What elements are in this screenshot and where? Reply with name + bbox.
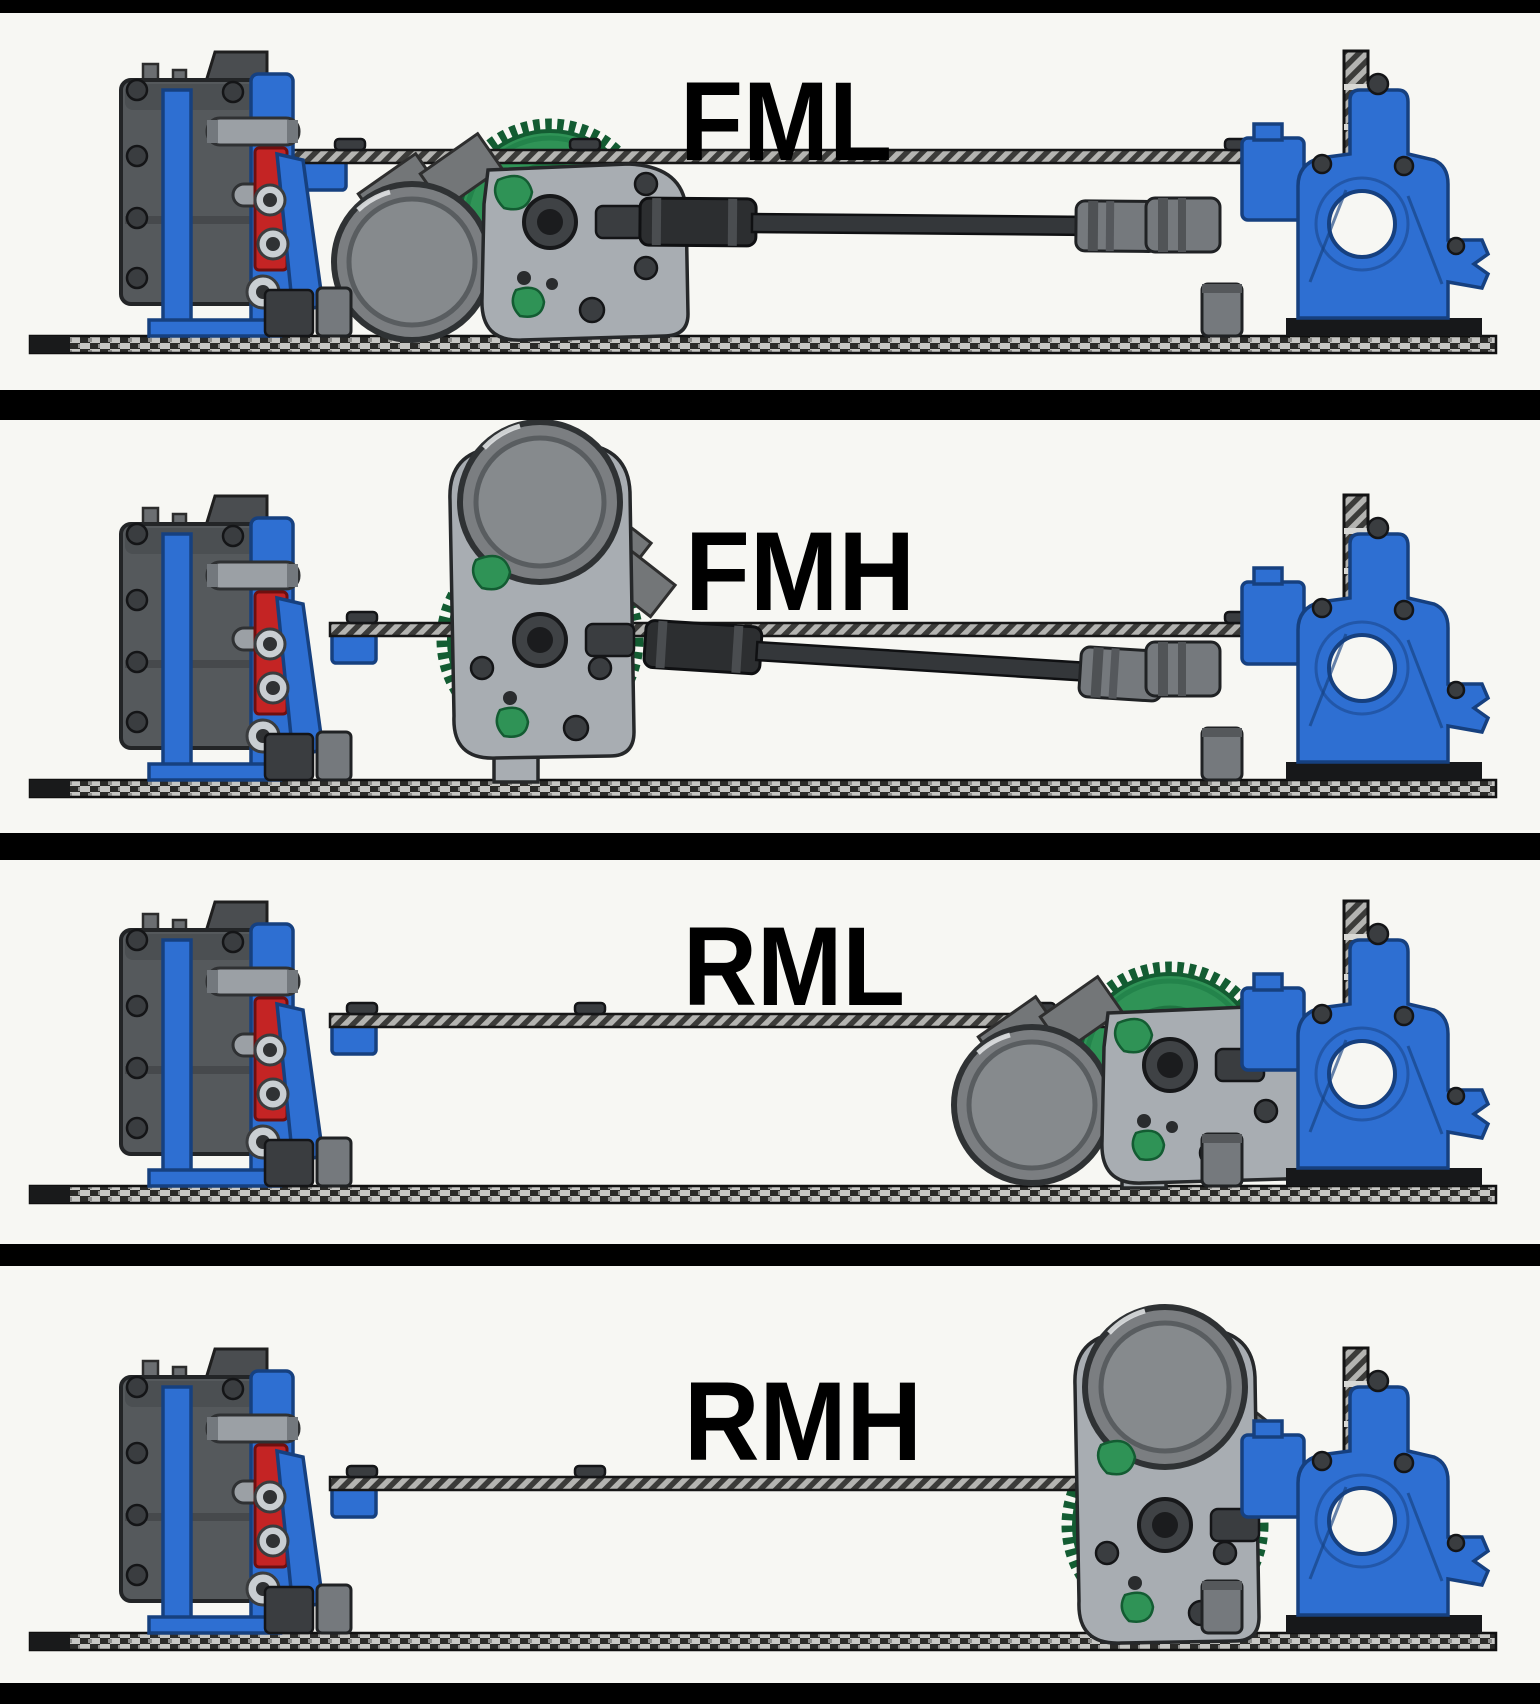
chassis-end-cap: [30, 336, 70, 353]
chassis-end-cap: [30, 1186, 70, 1203]
chassis-plate: [28, 778, 1498, 799]
servo-assembly: [119, 494, 353, 782]
panel-rmh-drawing: RMH: [28, 1266, 1498, 1652]
chassis-plate: [28, 334, 1498, 355]
chassis-end-cap: [30, 1633, 70, 1650]
panel-rmh: RMH: [0, 1266, 1540, 1683]
panel-label: FML: [680, 59, 892, 184]
driveshaft: [638, 195, 1160, 254]
motor-assembly: [450, 422, 675, 758]
servo-assembly: [119, 50, 353, 338]
hub-coupler: [1144, 640, 1222, 698]
panel-label: RMH: [684, 1359, 922, 1484]
servo-assembly: [119, 1347, 353, 1635]
rear-assembly: [1200, 49, 1490, 338]
servo-assembly: [119, 900, 353, 1188]
chassis-end-cap: [30, 780, 70, 797]
panel-label: FMH: [685, 509, 915, 634]
chassis-plate: [28, 1184, 1498, 1205]
panel-fmh: FMH: [0, 420, 1540, 833]
panel-fml-drawing: FML: [28, 49, 1498, 355]
panel-rml: RML: [0, 860, 1540, 1244]
panel-fml: FML: [0, 13, 1540, 390]
chassis-plate: [28, 1631, 1498, 1652]
hub-coupler: [1144, 196, 1222, 254]
rear-assembly: [1200, 493, 1490, 782]
panel-label: RML: [683, 904, 905, 1029]
panel-rml-drawing: RML: [28, 899, 1498, 1205]
panel-fmh-drawing: FMH: [28, 420, 1498, 799]
